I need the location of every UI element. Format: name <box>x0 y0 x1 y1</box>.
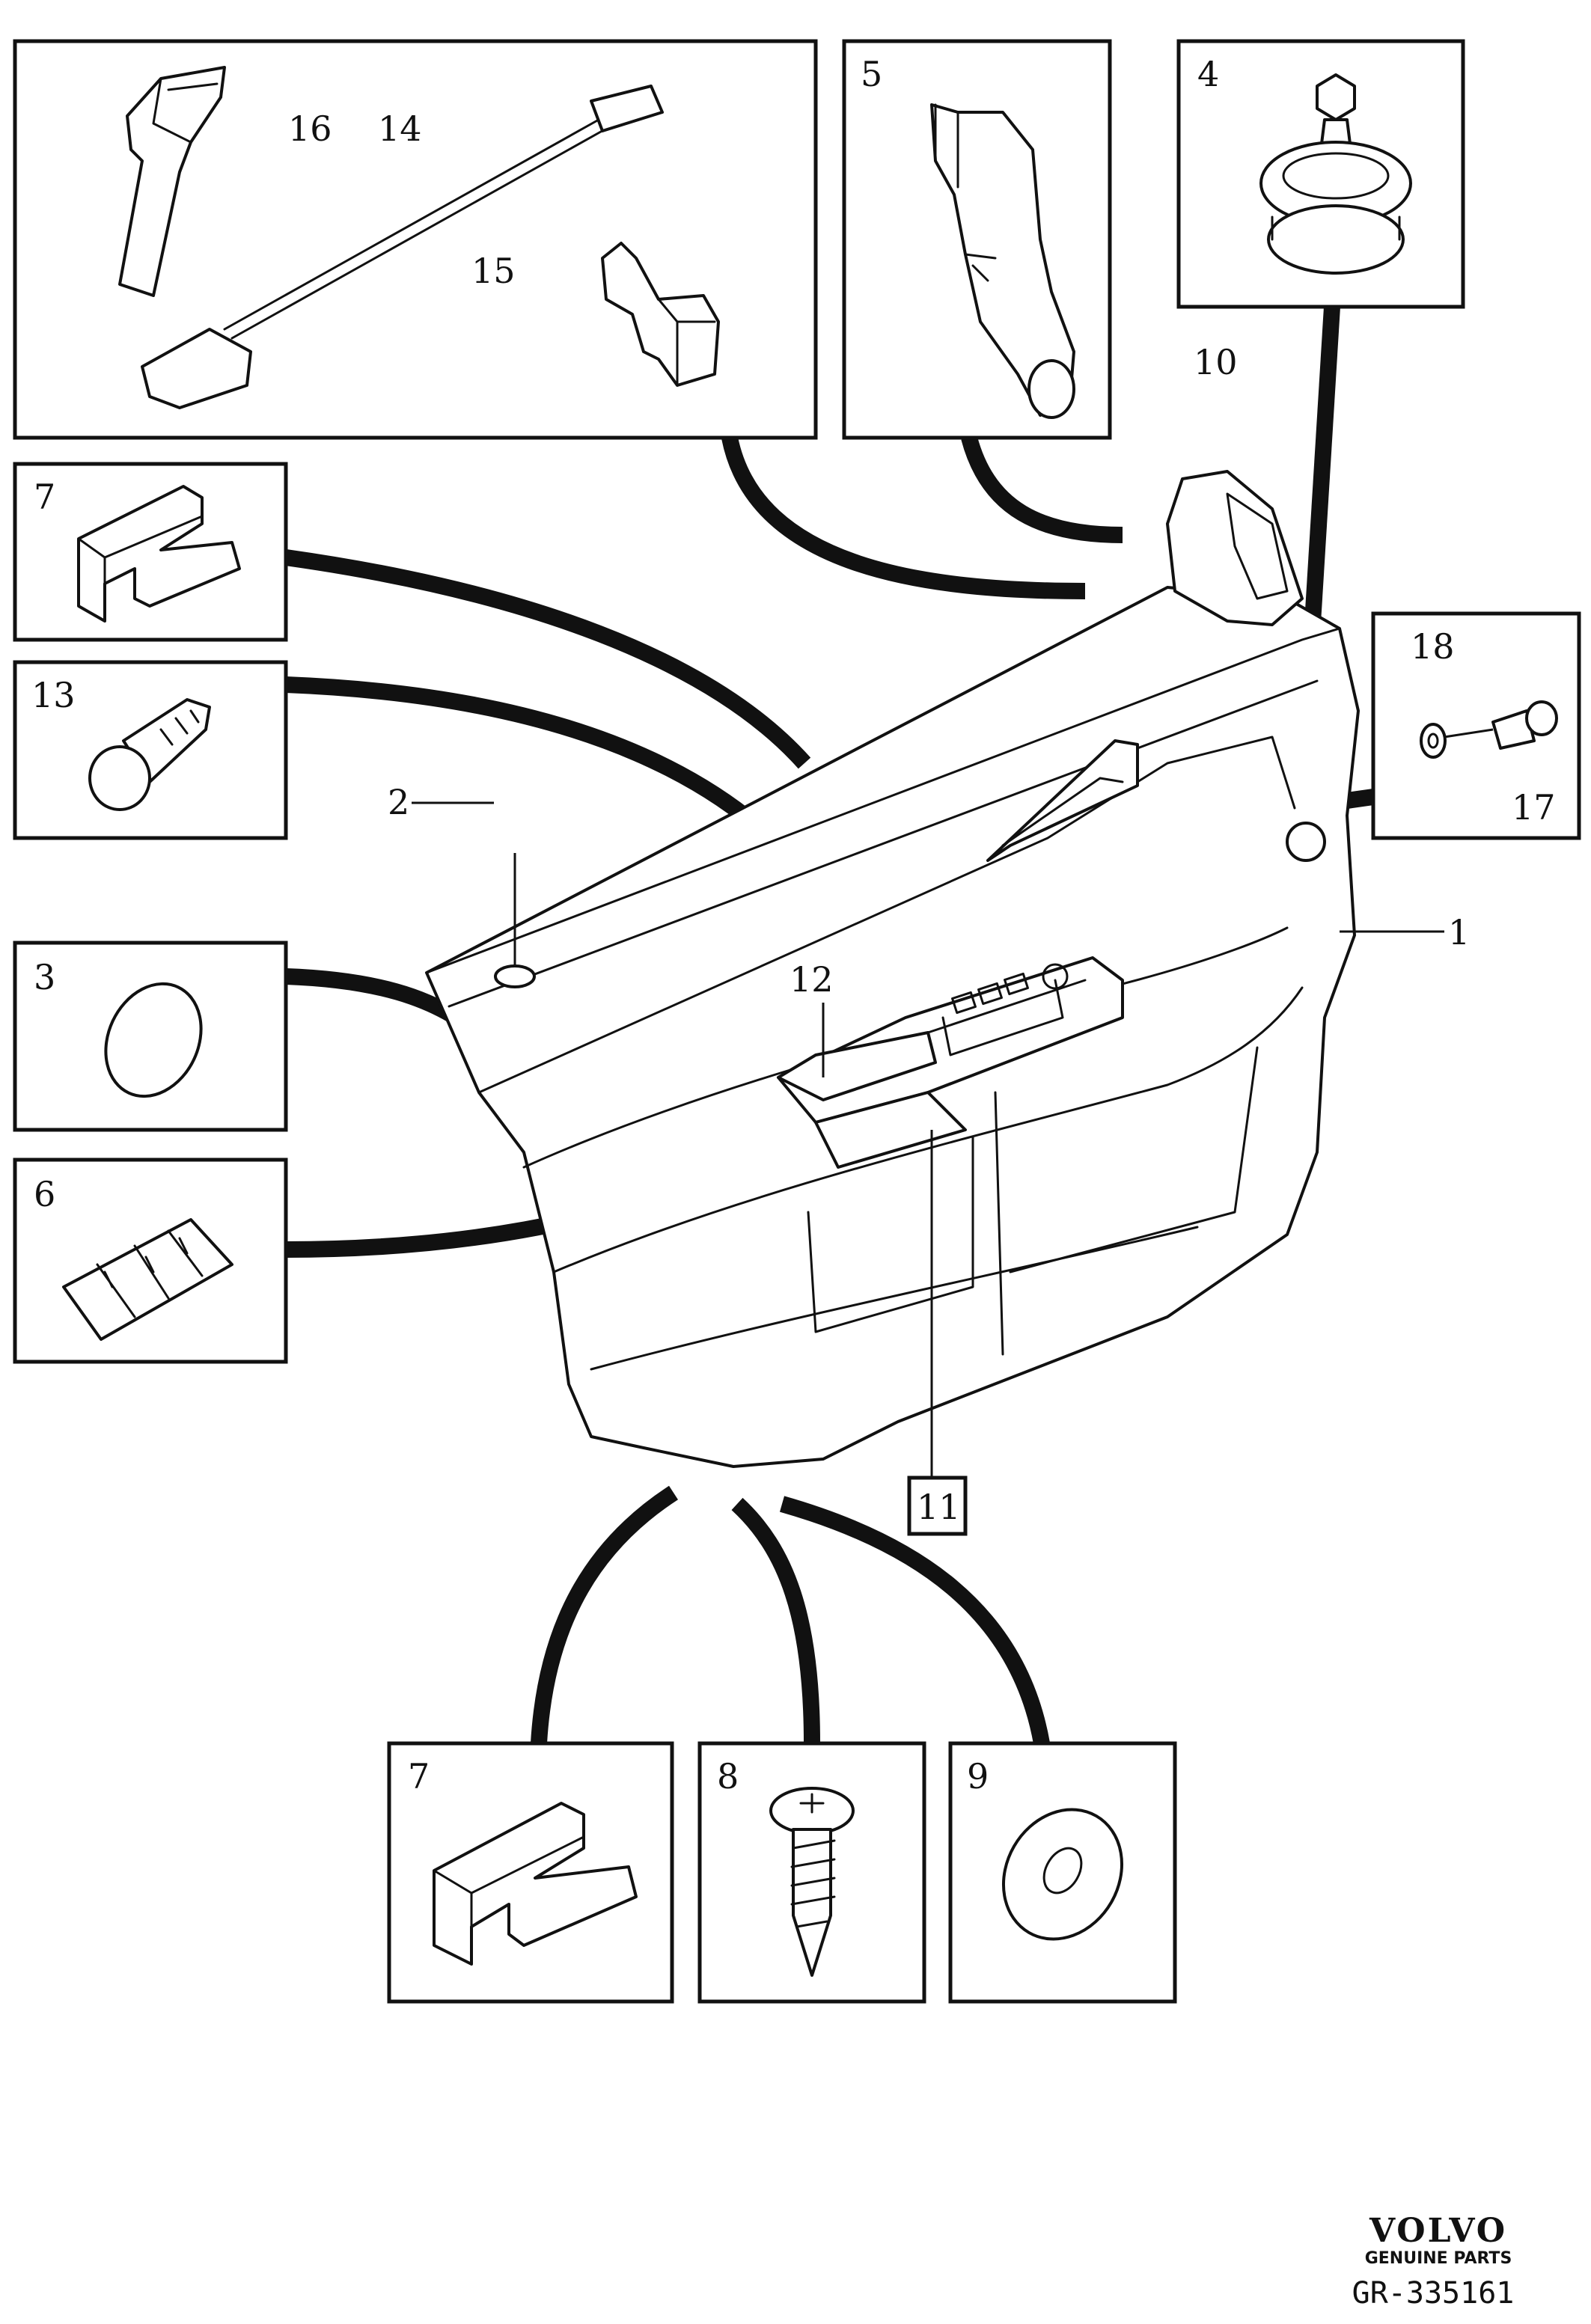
screw-17 <box>1491 709 1536 750</box>
callout-13: 13 <box>31 675 76 715</box>
callout-10: 10 <box>1194 342 1238 382</box>
door-panel <box>425 470 1360 1468</box>
box-fastener-13 <box>13 660 288 840</box>
callout-18: 18 <box>1411 626 1455 667</box>
brand-tagline: GENUINE PARTS <box>1364 2249 1512 2268</box>
connector-14b <box>141 328 252 409</box>
arrow-box5-to-trim <box>961 435 1123 543</box>
box-cable-parts <box>13 39 818 440</box>
box-seal-3 <box>13 941 288 1132</box>
callout-11: 11 <box>917 1487 961 1527</box>
arrow-box14-to-panel <box>721 435 1086 599</box>
connector-14a <box>590 85 664 132</box>
clip-7-upper <box>77 485 241 623</box>
box-screw-17-18 <box>1371 611 1581 840</box>
callout-15: 15 <box>471 251 516 291</box>
callout-3: 3 <box>34 957 55 997</box>
box-clip-7-lower <box>387 1741 674 2004</box>
armrest-lower-11 <box>814 1091 967 1169</box>
callout-box-11 <box>907 1476 968 1536</box>
callout-16: 16 <box>288 108 332 149</box>
callout-9: 9 <box>967 1756 989 1796</box>
clip-7-lower <box>433 1802 638 1966</box>
callout-17: 17 <box>1512 787 1556 828</box>
pointer-arrows <box>284 306 1375 1745</box>
callout-14: 14 <box>378 108 422 149</box>
washer-9 <box>1001 1808 1124 1941</box>
box-cover-6 <box>13 1158 288 1364</box>
callout-6: 6 <box>34 1174 55 1214</box>
box-clip-4 <box>1176 39 1465 309</box>
callout-2: 2 <box>388 782 409 822</box>
clip-hole-2 <box>494 964 536 988</box>
cable-14 <box>223 118 608 340</box>
arrow-box7b-to-panel <box>531 1485 678 1744</box>
cover-strip-6 <box>62 1218 233 1341</box>
callout-12: 12 <box>790 959 834 1000</box>
retaining-clip-4 <box>1316 73 1356 121</box>
box-washer-9 <box>948 1741 1177 2004</box>
speaker-hole <box>1286 822 1326 862</box>
armrest-cover-12 <box>777 1031 937 1101</box>
callout-7-lower: 7 <box>408 1756 430 1796</box>
brand-logo: VOLVO <box>1369 2212 1508 2250</box>
washer-18 <box>1420 723 1447 759</box>
callout-8: 8 <box>717 1756 739 1796</box>
arrow-box7-to-panel <box>284 549 811 769</box>
callout-5: 5 <box>861 54 882 94</box>
callout-labels: 16 14 15 5 4 10 7 13 18 17 2 1 3 12 6 11… <box>31 54 1556 1796</box>
callout-7-upper: 7 <box>34 477 55 517</box>
callout-4: 4 <box>1197 54 1219 94</box>
box-screw-8 <box>697 1741 926 2004</box>
callout-1: 1 <box>1448 912 1470 952</box>
seal-ring-3 <box>104 982 203 1098</box>
arrow-box9-to-panel <box>779 1496 1050 1745</box>
box-air-duct <box>842 39 1112 440</box>
box-clip-7-upper <box>13 462 288 642</box>
diagram-reference: GR-335161 <box>1352 2276 1515 2311</box>
bracket-15 <box>601 242 720 387</box>
arrow-box8-to-panel <box>731 1497 820 1744</box>
sensor-16 <box>118 66 226 297</box>
